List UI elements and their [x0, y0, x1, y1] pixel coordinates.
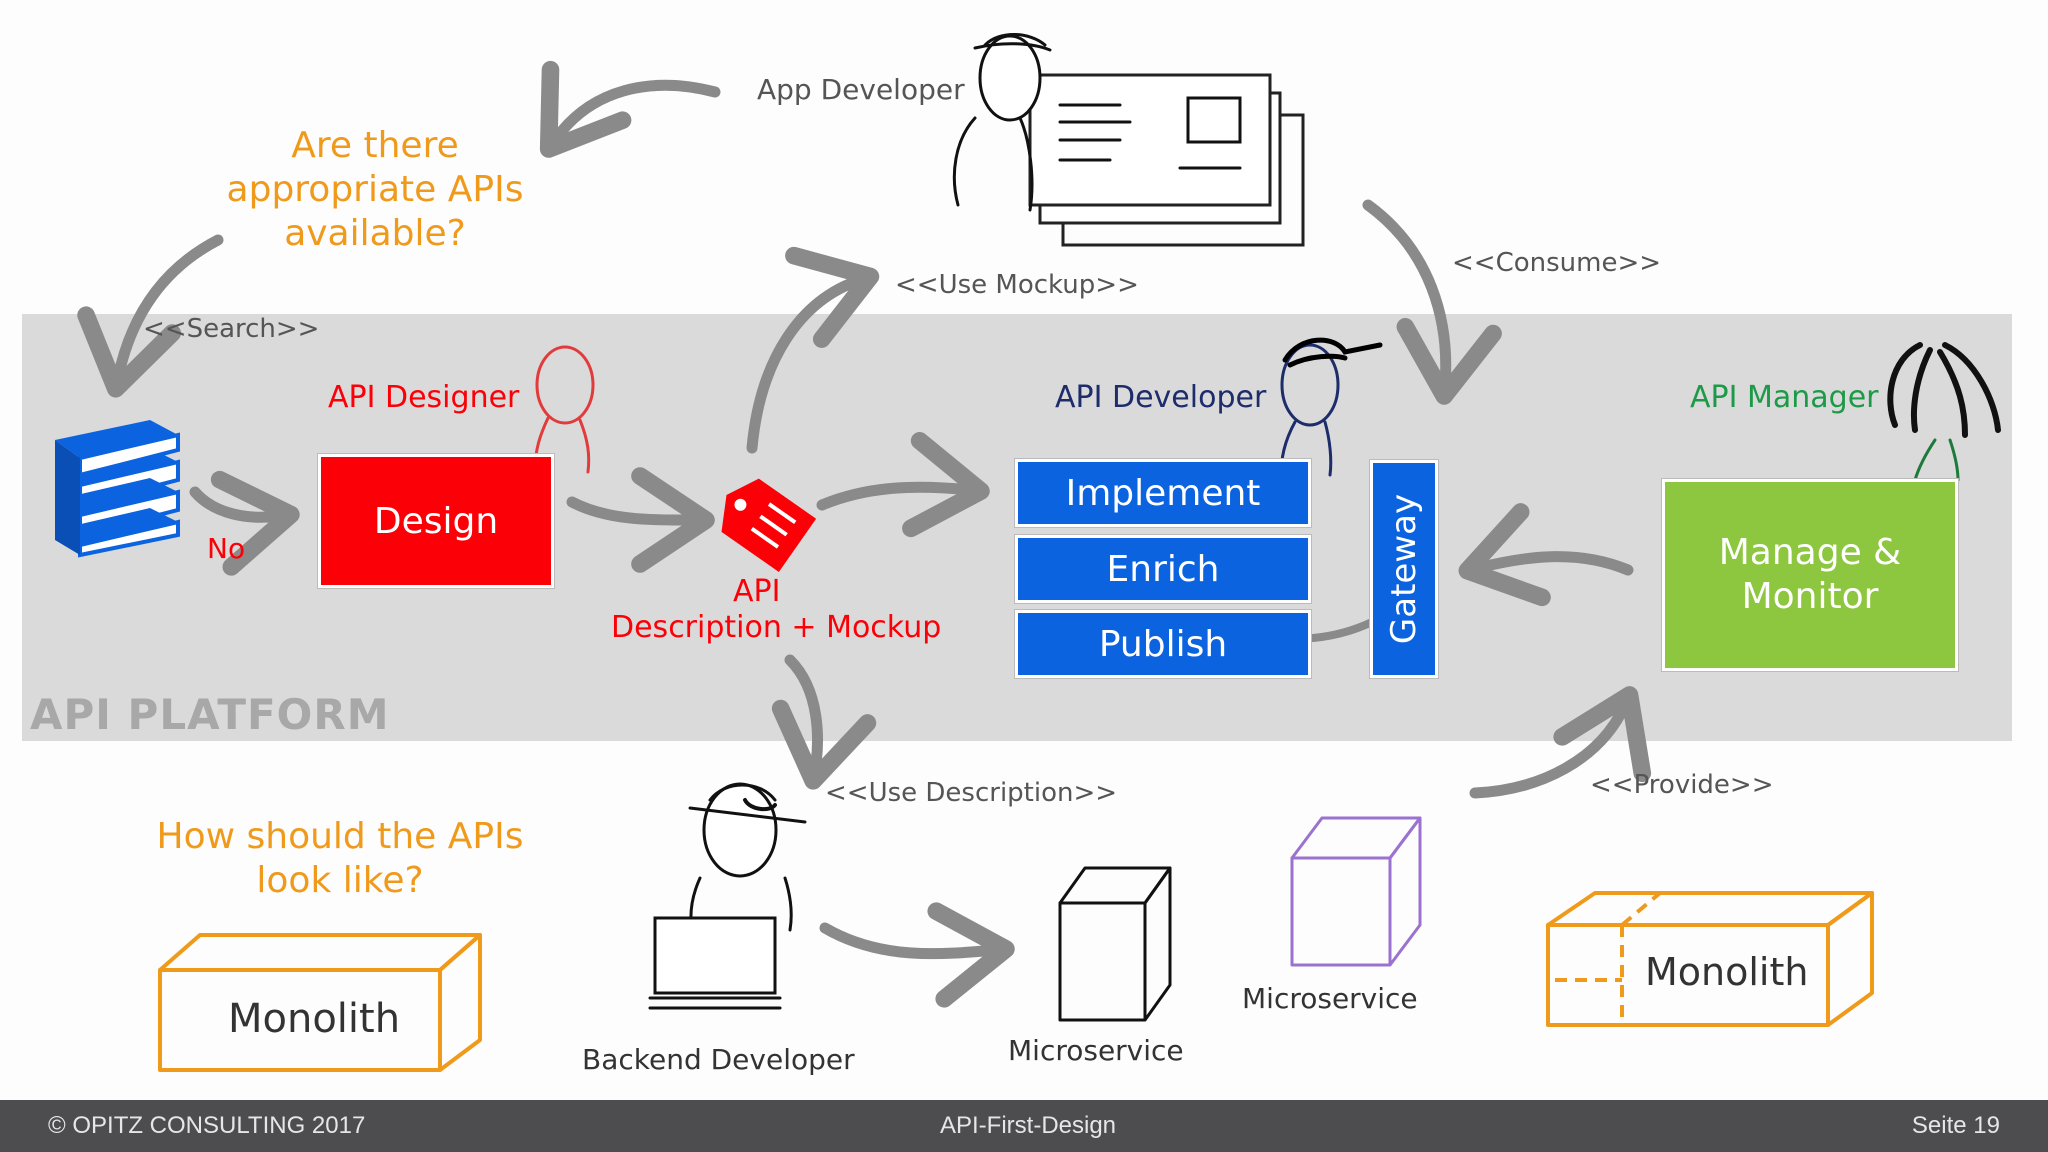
slide-footer: © OPITZ CONSULTING 2017 API-First-Design… [0, 1100, 2048, 1152]
api-platform-label: API PLATFORM [30, 690, 390, 739]
api-tag-icon [721, 478, 817, 572]
arrow-consume [1362, 199, 1502, 405]
arrow-design-to-api [566, 467, 715, 573]
app-developer-figure [952, 33, 1305, 247]
arrow-use-description [771, 654, 877, 790]
implement-box: Implement [1015, 459, 1311, 527]
footer-page-number: Seite 19 [1911, 1112, 2000, 1139]
gateway-box: Gateway [1370, 460, 1438, 678]
api-manager-figure [1887, 342, 2001, 482]
api-developer-figure [1280, 337, 1383, 477]
manage-monitor-box: Manage & Monitor [1662, 479, 1958, 671]
design-box: Design [318, 454, 554, 588]
backend-developer-label: Backend Developer [582, 1043, 855, 1076]
app-developer-label: App Developer [757, 73, 965, 106]
footer-title: API-First-Design [940, 1112, 1117, 1139]
stereotype-use-mockup: <<Use Mockup>> [895, 270, 1139, 300]
publish-box: Publish [1015, 610, 1311, 678]
stereotype-consume: <<Consume>> [1452, 248, 1662, 278]
microservice-label-2: Microservice [1242, 982, 1418, 1015]
api-artifact-sublabel: Description + Mockup [611, 610, 942, 645]
no-label: No [207, 532, 246, 565]
microservice-cube-purple [1290, 816, 1422, 967]
stereotype-search: <<Search>> [143, 314, 320, 344]
microservice-cube-black [1058, 866, 1172, 1022]
backend-developer-figure [648, 782, 807, 1010]
monolith-right-label: Monolith [1645, 950, 1809, 994]
manage-label: Manage & [1718, 532, 1902, 573]
arrow-backend-to-microservice [819, 902, 1015, 1008]
monolith-block-right [1546, 891, 1874, 1027]
monitor-label: Monitor [1741, 576, 1879, 617]
api-catalog-books-icon [55, 420, 180, 558]
diagram-sketch [55, 33, 2001, 1072]
arrow-provide [1469, 686, 1652, 799]
api-artifact-label: API [733, 574, 781, 609]
api-manager-label: API Manager [1690, 380, 1879, 415]
enrich-box: Enrich [1015, 535, 1311, 603]
arrow-no-to-design [189, 470, 300, 576]
design-label: Design [373, 500, 499, 542]
arrow-to-question [539, 60, 721, 158]
monolith-left-label: Monolith [228, 996, 401, 1042]
question-how-look: How should the APIs look like? [156, 816, 524, 901]
gateway-label: Gateway [1384, 493, 1425, 645]
publish-label: Publish [1098, 623, 1228, 665]
microservice-label-1: Microservice [1008, 1034, 1184, 1067]
stereotype-use-description: <<Use Description>> [825, 778, 1118, 808]
stereotype-provide: <<Provide>> [1590, 770, 1774, 800]
question-appropriate-apis: Are there appropriate APIs available? [226, 125, 524, 254]
arrow-use-mockup [746, 246, 880, 454]
arrow-api-to-implement [816, 431, 990, 538]
api-developer-label: API Developer [1055, 380, 1267, 415]
api-designer-label: API Designer [328, 380, 520, 415]
footer-copyright: © OPITZ CONSULTING 2017 [48, 1112, 366, 1139]
monolith-block-left [158, 933, 482, 1072]
arrow-manage-to-gateway [1458, 503, 1634, 607]
enrich-label: Enrich [1106, 548, 1220, 590]
arrow-search [77, 234, 224, 398]
gateway-connector [1309, 618, 1376, 642]
implement-label: Implement [1065, 472, 1261, 514]
